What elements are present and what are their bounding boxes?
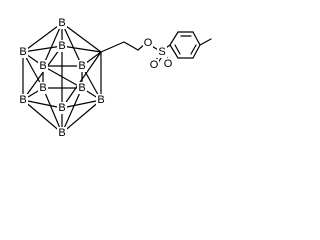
boron-label: B bbox=[58, 17, 65, 29]
ring-bond bbox=[169, 31, 179, 46]
cage-bond bbox=[22, 99, 63, 134]
cage-bond bbox=[61, 22, 102, 53]
boron-label: B bbox=[19, 94, 26, 106]
cage-bond bbox=[61, 87, 83, 134]
sulfonyl-oxygen-atom: O bbox=[163, 58, 173, 70]
ring-bond bbox=[192, 44, 201, 59]
boron-label: B bbox=[58, 127, 65, 139]
cage-bond bbox=[22, 45, 63, 53]
cage-bond bbox=[42, 87, 63, 134]
boron-atom: B bbox=[57, 17, 67, 29]
cage-bond bbox=[61, 51, 102, 109]
cage-bond bbox=[61, 45, 102, 53]
boron-atom: B bbox=[77, 60, 87, 72]
heteroatoms: O S O O bbox=[143, 37, 173, 71]
boron-atom: B bbox=[96, 94, 106, 106]
cage-bond bbox=[61, 99, 102, 109]
carborane-tosylate-structure: B B B B B B B B bbox=[18, 17, 212, 139]
tolyl-ring-bonds bbox=[169, 31, 212, 59]
ester-oxygen-label: O bbox=[144, 37, 153, 49]
boron-label: B bbox=[58, 40, 65, 52]
sulfonyl-oxygen-atom: O bbox=[149, 59, 159, 71]
linker-bond bbox=[100, 41, 125, 53]
cage-bond bbox=[61, 22, 83, 67]
ring-double-bond bbox=[174, 44, 181, 55]
sulfonyl-oxygen-label: O bbox=[164, 58, 173, 70]
boron-label: B bbox=[39, 60, 46, 72]
boron-atom: B bbox=[38, 82, 48, 94]
boron-label: B bbox=[97, 94, 104, 106]
boron-label: B bbox=[78, 60, 85, 72]
boron-atom: B bbox=[77, 82, 87, 94]
boron-atom: B bbox=[38, 60, 48, 72]
methyl-bond bbox=[199, 38, 212, 46]
cage-bond bbox=[42, 22, 63, 67]
ring-bond bbox=[169, 44, 179, 59]
sulfur-atom: S bbox=[157, 46, 167, 58]
boron-label: B bbox=[39, 82, 46, 94]
boron-atom: B bbox=[57, 102, 67, 114]
boron-atom: B bbox=[18, 46, 28, 58]
boron-label: B bbox=[58, 102, 65, 114]
cage-bond bbox=[22, 99, 63, 109]
ring-double-bond bbox=[190, 44, 197, 55]
boron-atoms: B B B B B B B B bbox=[18, 17, 106, 139]
boron-label: B bbox=[78, 82, 85, 94]
cage-bond bbox=[22, 22, 63, 53]
boron-atom: B bbox=[57, 127, 67, 139]
sulfonyl-oxygen-label: O bbox=[150, 59, 159, 71]
boron-label: B bbox=[19, 46, 26, 58]
sulfur-label: S bbox=[158, 46, 165, 58]
cage-bond bbox=[22, 45, 63, 101]
linker-bond bbox=[123, 41, 139, 51]
ester-oxygen-atom: O bbox=[143, 37, 153, 49]
ring-bond bbox=[192, 31, 201, 46]
boron-atom: B bbox=[18, 94, 28, 106]
cage-bond bbox=[61, 99, 102, 134]
boron-atom: B bbox=[57, 40, 67, 52]
ethyl-linker-bonds bbox=[100, 41, 146, 53]
